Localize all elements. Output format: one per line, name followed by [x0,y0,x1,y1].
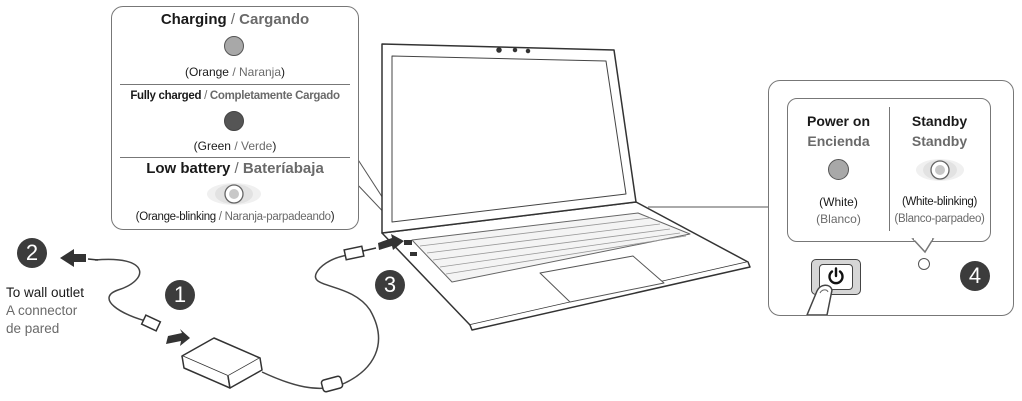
blinking-led-icon [207,183,261,205]
standby-color-es: (Blanco-parpadeo) [894,213,985,225]
divider [120,84,350,85]
power-panel: Power on Encienda (White) (Blanco) Stand… [768,80,1014,316]
low-title: Low battery / Bateríabaja [146,160,324,177]
led-icon [224,36,244,56]
status-led-indicator [918,258,930,270]
low-color-es: Naranja-parpadeando [224,211,332,223]
ac-adapter-icon [181,337,263,389]
charging-label-en: Charging [160,11,227,28]
low-color-en: Orange-blinking [139,211,216,223]
divider [889,107,890,231]
standby-label-en: Standby [911,113,968,129]
step-2-badge: 2 [17,238,47,268]
ac-cable [94,258,151,323]
arrow-right-icon-2 [378,234,404,250]
charging-label-es: Cargando [239,11,310,28]
full-color-es: Verde [241,139,273,153]
ferrite-core [320,375,344,393]
step-3-badge: 3 [375,270,405,300]
charging-color: (Orange / Naranja) [184,65,286,79]
full-label-en: Fully charged [130,90,202,102]
standby-label-es: Standby [911,133,968,149]
power-on-title: Power on Encienda [788,111,889,151]
arrow-right-icon [166,329,190,346]
power-status-box: Power on Encienda (White) (Blanco) Stand… [787,98,991,242]
power-on-color-es: (Blanco) [816,212,861,226]
led-icon [224,111,244,131]
led-status-panel: Charging / Cargando (Orange / Naranja) F… [111,6,359,230]
standby-color-en: (White-blinking) [901,196,978,208]
charging-color-en: Orange [188,65,229,79]
plug-icon [87,258,162,332]
charging-color-es: Naranja [239,65,282,79]
charging-title: Charging / Cargando [112,11,358,28]
dc-cable [261,253,380,390]
full-color-en: Green [197,139,231,153]
power-button-icon [828,267,844,285]
blinking-led-icon [916,159,964,181]
outlet-label-en: To wall outlet [6,285,85,300]
laptop-icon [381,43,751,331]
power-on-label-es: Encienda [807,133,870,149]
low-label-es: Bateríabaja [242,160,324,177]
full-label-es: Completamente Cargado [209,90,340,102]
speech-pointer [911,238,935,254]
outlet-label: To wall outlet A connector de pared [6,284,84,338]
power-on-color: (White) (Blanco) [788,194,889,228]
divider [120,157,350,158]
step-1-badge: 1 [165,280,195,310]
standby-title: Standby Standby [889,111,990,151]
low-label-en: Low battery [146,160,231,177]
outlet-label-es-1: A connector [6,303,78,318]
power-on-label-en: Power on [806,113,870,129]
outlet-label-es-2: de pared [6,321,60,336]
low-color: (Orange-blinking / Naranja-parpadeando) [135,211,335,223]
finger-icon [806,284,833,315]
full-color: (Green / Verde) [193,139,277,153]
title-separator: / [226,11,240,28]
keyboard-keys [419,217,687,275]
power-on-color-en: (White) [819,195,858,209]
dc-plug-icon [343,245,377,261]
led-icon [828,159,849,180]
step-4-badge: 4 [960,261,990,291]
arrow-left-icon [60,249,86,267]
full-title: Fully charged / Completamente Cargado [130,90,340,102]
standby-color: (White-blinking) (Blanco-parpadeo) [889,194,990,228]
